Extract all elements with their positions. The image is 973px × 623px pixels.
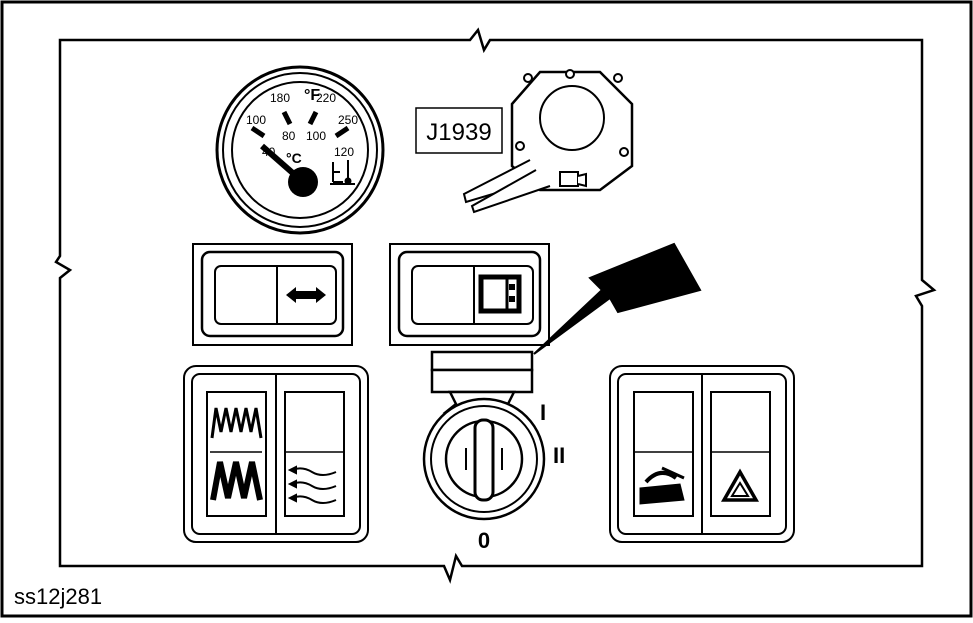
pointer-arrow bbox=[533, 242, 702, 355]
j1939-badge: J1939 bbox=[415, 107, 503, 154]
hazard-warning-icon bbox=[720, 468, 760, 502]
coolant-temperature-icon bbox=[330, 160, 355, 185]
diagnostic-connector bbox=[462, 69, 634, 214]
frame-lock-icon bbox=[478, 274, 522, 314]
gauge-fahrenheit-label: 250 bbox=[338, 113, 358, 127]
gauge-fahrenheit-label: 180 bbox=[270, 91, 290, 105]
gauge-celsius-label: 100 bbox=[306, 129, 326, 143]
double-switch-heater[interactable] bbox=[183, 365, 369, 543]
key-position-on: I bbox=[540, 400, 546, 425]
double-switch-lights[interactable] bbox=[609, 365, 795, 543]
gauge-celsius-label: 120 bbox=[334, 145, 354, 159]
key-switch[interactable]: 0 I II bbox=[422, 350, 565, 553]
gauge-needle-hub bbox=[288, 167, 318, 197]
air-flow-icon bbox=[287, 465, 337, 504]
gauge-celsius-label: 40 bbox=[262, 145, 276, 159]
gauge-unit-fahrenheit: °F bbox=[304, 87, 320, 104]
gauge-unit-celsius: °C bbox=[286, 150, 302, 166]
coolant-temperature-gauge: °F °C 100 180 220 250 40 80 100 120 bbox=[215, 65, 385, 235]
rocker-switch-frame[interactable] bbox=[389, 243, 550, 346]
grid-heater-icon bbox=[210, 407, 263, 501]
left-right-arrows-icon bbox=[286, 287, 326, 303]
key-position-off: 0 bbox=[478, 528, 490, 553]
road-surface-light-icon bbox=[639, 466, 685, 505]
rocker-switch-arrows[interactable] bbox=[192, 243, 353, 346]
key-icon bbox=[473, 418, 495, 502]
gauge-fahrenheit-label: 100 bbox=[246, 113, 266, 127]
gauge-celsius-label: 80 bbox=[282, 129, 296, 143]
key-position-start: II bbox=[553, 443, 565, 468]
protocol-badge-label: J1939 bbox=[426, 119, 491, 146]
gauge-fahrenheit-label: 220 bbox=[316, 91, 336, 105]
figure-id-label: ss12j281 bbox=[14, 584, 103, 609]
